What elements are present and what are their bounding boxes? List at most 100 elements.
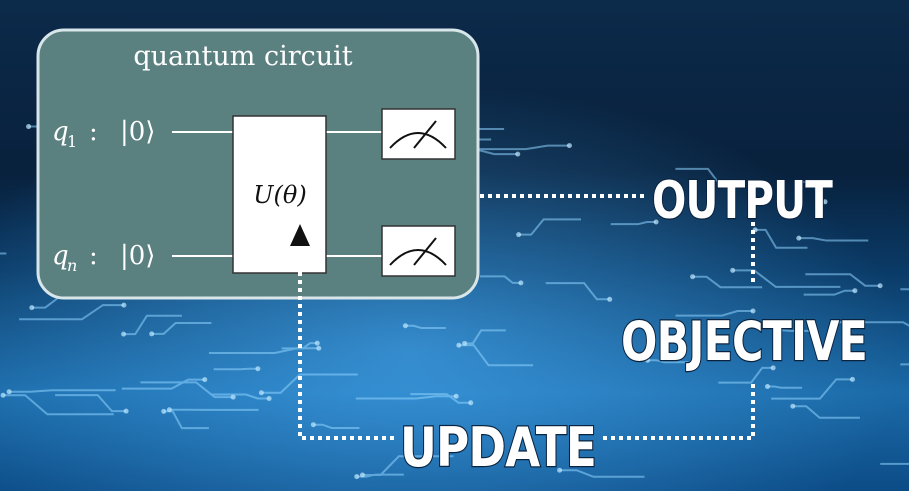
board-trace bbox=[213, 367, 258, 371]
board-trace bbox=[775, 329, 813, 332]
board-pad bbox=[6, 389, 12, 395]
board-pad bbox=[690, 274, 696, 280]
board-pad bbox=[764, 383, 770, 389]
board-trace bbox=[211, 393, 270, 400]
qubit-bottom-ket: |0⟩ bbox=[120, 241, 155, 271]
board-trace bbox=[208, 347, 319, 354]
board-trace bbox=[771, 378, 853, 400]
qubit-top-subscript: 1 bbox=[67, 132, 77, 151]
board-pad bbox=[161, 408, 167, 414]
board-pad bbox=[316, 345, 322, 351]
board-pad bbox=[518, 280, 524, 286]
board-trace bbox=[3, 394, 114, 416]
board-pad bbox=[359, 472, 365, 478]
board-trace bbox=[281, 342, 318, 350]
qubit-top-separator: : bbox=[89, 117, 98, 147]
board-trace bbox=[792, 405, 860, 419]
label-objective: OBJECTIVE bbox=[621, 310, 867, 373]
board-pad bbox=[314, 340, 320, 346]
board-pad bbox=[557, 467, 563, 473]
board-trace bbox=[518, 218, 582, 236]
qubit-bottom-separator: : bbox=[89, 241, 98, 271]
board-pad bbox=[0, 392, 6, 398]
board-trace bbox=[355, 395, 457, 400]
board-pad bbox=[258, 390, 264, 396]
board-trace bbox=[261, 373, 358, 394]
qubit-label-top: q 1 : |0⟩ bbox=[52, 117, 155, 151]
board-trace bbox=[55, 394, 127, 413]
board-trace bbox=[121, 378, 205, 390]
board-pad bbox=[402, 323, 408, 329]
board-trace bbox=[559, 469, 645, 478]
board-pad bbox=[772, 327, 778, 333]
board-trace bbox=[362, 455, 454, 476]
qubit-bottom-name: q bbox=[52, 241, 69, 271]
board-pad bbox=[266, 395, 272, 401]
circuit-title: quantum circuit bbox=[133, 41, 352, 72]
board-pad bbox=[790, 403, 796, 409]
dotted-line-update-to-gate bbox=[298, 250, 394, 440]
board-pad bbox=[849, 376, 855, 382]
board-pad bbox=[750, 308, 756, 314]
board-trace bbox=[140, 381, 234, 399]
board-trace bbox=[480, 275, 521, 284]
board-pad bbox=[730, 267, 736, 273]
board-pad bbox=[822, 199, 828, 205]
board-trace bbox=[675, 309, 753, 317]
board-trace bbox=[151, 321, 212, 335]
board-pad bbox=[653, 219, 659, 225]
board-pad bbox=[796, 235, 802, 241]
meter-bottom bbox=[381, 225, 456, 277]
board-pad bbox=[877, 283, 883, 289]
dotted-line-objective-to-update bbox=[600, 384, 755, 440]
meter-needle-icon bbox=[413, 237, 437, 266]
board-pad bbox=[149, 331, 155, 337]
arrow-up-icon bbox=[290, 224, 310, 246]
unitary-gate bbox=[232, 115, 327, 274]
board-trace bbox=[732, 269, 841, 288]
board-pad bbox=[202, 377, 208, 383]
board-trace bbox=[692, 275, 763, 289]
board-pad bbox=[566, 143, 572, 149]
board-trace bbox=[794, 181, 826, 203]
meter-needle-icon bbox=[413, 120, 437, 149]
board-pad bbox=[26, 124, 32, 130]
board-pad bbox=[456, 342, 462, 348]
board-trace bbox=[767, 385, 803, 389]
board-trace bbox=[9, 389, 116, 393]
board-pad bbox=[121, 302, 127, 308]
board-trace bbox=[19, 304, 124, 321]
board-pad bbox=[515, 151, 521, 157]
label-output: OUTPUT bbox=[652, 171, 833, 231]
board-trace bbox=[460, 144, 570, 151]
board-trace bbox=[803, 289, 855, 296]
board-trace bbox=[610, 221, 657, 226]
board-trace bbox=[718, 366, 774, 384]
board-trace bbox=[805, 273, 881, 287]
board-trace bbox=[755, 228, 808, 249]
board-pad bbox=[166, 407, 172, 413]
board-pad bbox=[645, 357, 651, 363]
board-trace bbox=[464, 329, 506, 345]
board-pad bbox=[354, 474, 360, 480]
board-pad bbox=[607, 296, 613, 302]
board-trace bbox=[123, 314, 182, 336]
board-trace bbox=[831, 321, 909, 327]
board-pad bbox=[255, 366, 261, 372]
meter-top bbox=[381, 108, 456, 160]
board-pad bbox=[770, 365, 776, 371]
qubit-top-ket: |0⟩ bbox=[120, 117, 155, 147]
board-trace bbox=[405, 324, 446, 330]
board-trace bbox=[410, 393, 471, 404]
label-update: UPDATE bbox=[400, 416, 596, 479]
board-pad bbox=[310, 422, 316, 428]
board-trace bbox=[545, 282, 610, 301]
board-pad bbox=[852, 288, 858, 294]
board-pad bbox=[462, 340, 468, 346]
board-pad bbox=[29, 305, 35, 311]
board-trace bbox=[675, 167, 730, 185]
board-pad bbox=[121, 331, 127, 337]
gate-label: U(θ) bbox=[253, 181, 306, 209]
qubit-label-bottom: q n : |0⟩ bbox=[52, 241, 155, 275]
